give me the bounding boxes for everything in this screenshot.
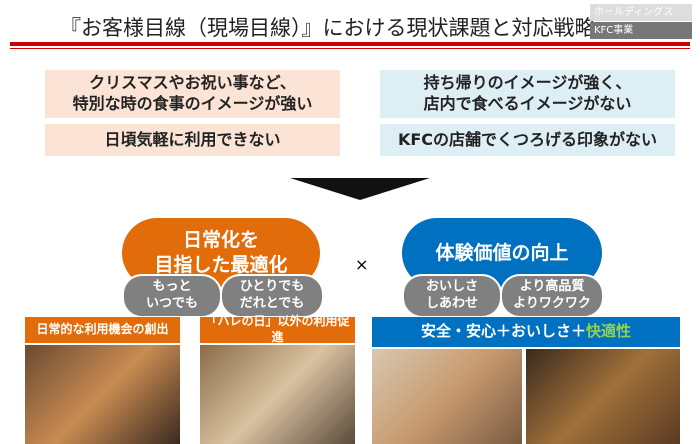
title-rule-thin xyxy=(10,48,690,49)
banner-accent: 快適性 xyxy=(586,322,632,341)
banner-safety: 安全・安心＋おいしさ＋快適性 xyxy=(372,317,680,347)
photo-smartphone-meal xyxy=(200,345,355,444)
title-rule xyxy=(10,42,690,46)
strategy-right-sub-1: おいしさ しあわせ xyxy=(402,274,502,318)
issue-right-2: KFCの店舗でくつろげる印象がない xyxy=(380,124,675,156)
label-non-special-day: 「ハレの日」以外の利用促進 xyxy=(200,314,355,344)
label-daily-use: 日常的な利用機会の創出 xyxy=(25,317,180,343)
page-title: 『お客様目線（現場目線）』における現状課題と対応戦略 xyxy=(60,16,596,40)
tag-holdings: ホールディングス xyxy=(590,4,692,21)
issue-left-2: 日頃気軽に利用できない xyxy=(45,124,340,156)
strategy-right-sub-2: より高品質 よりワクワク xyxy=(500,274,604,318)
issue-right-1: 持ち帰りのイメージが強く、 店内で食べるイメージがない xyxy=(380,70,675,118)
photo-chicken-beer xyxy=(25,345,180,444)
strategy-left-sub-1: もっと いつでも xyxy=(122,274,222,318)
photo-store-interior xyxy=(526,349,680,444)
tag-kfc: KFC事業 xyxy=(590,22,692,39)
times-sign: × xyxy=(355,255,369,274)
issue-left-1: クリスマスやお祝い事など、 特別な時の食事のイメージが強い xyxy=(45,70,340,118)
down-arrow-icon xyxy=(290,178,430,200)
banner-main: 安全・安心＋おいしさ＋ xyxy=(420,322,586,341)
strategy-left-sub-2: ひとりでも だれとでも xyxy=(220,274,324,318)
photo-child-eating xyxy=(372,349,522,444)
